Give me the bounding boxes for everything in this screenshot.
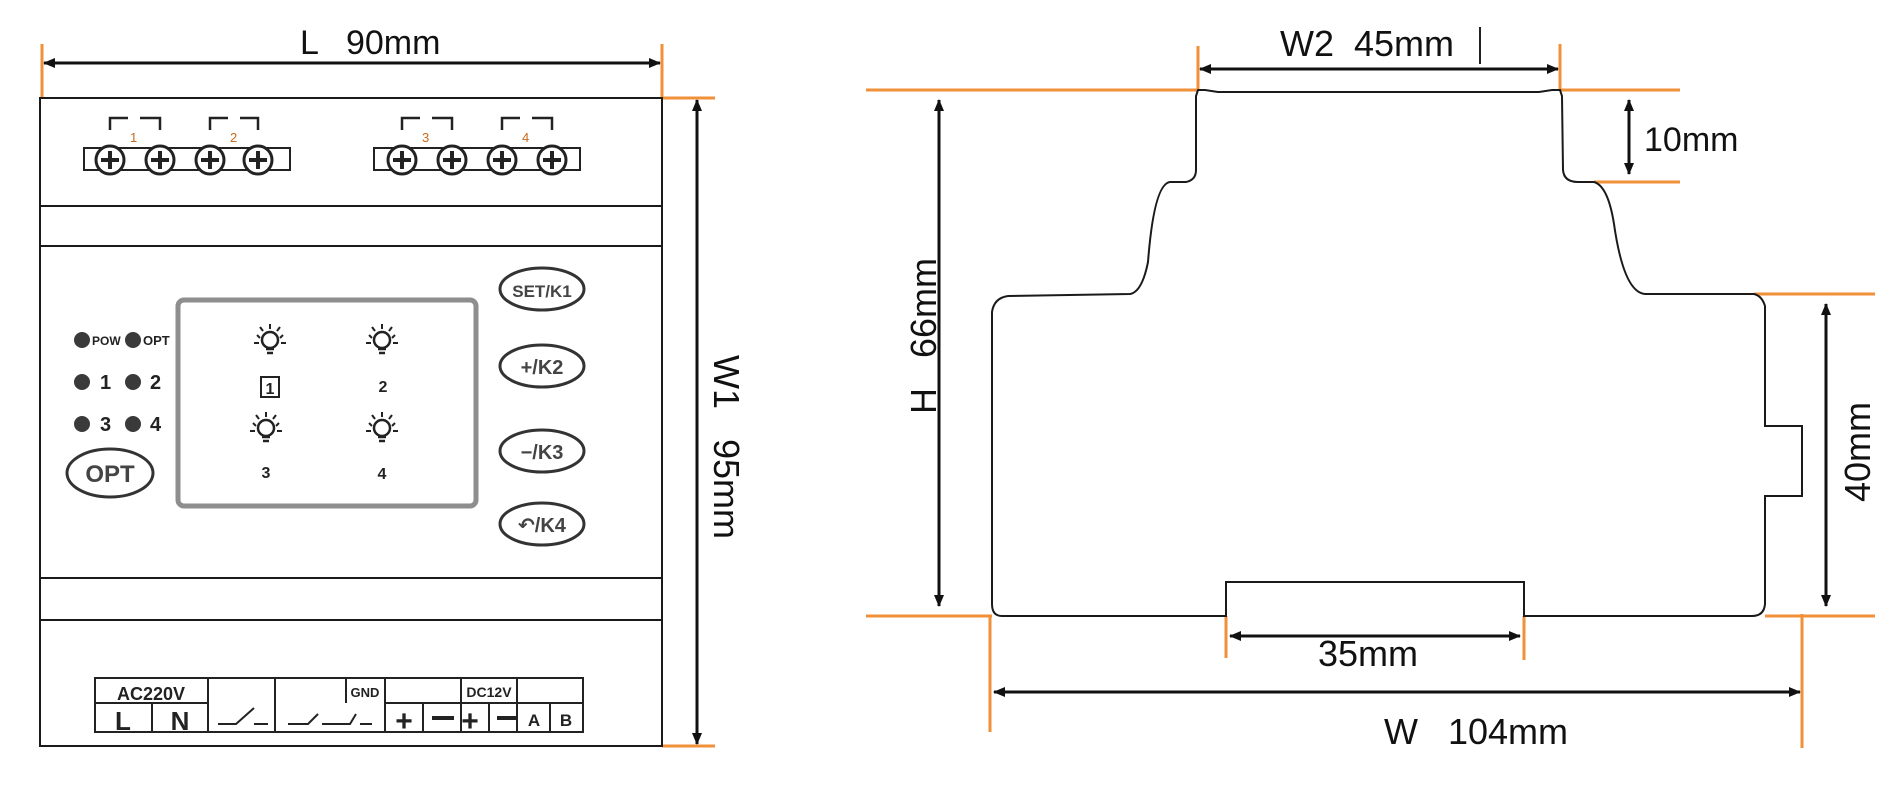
led-4-label: 4 bbox=[150, 414, 162, 436]
w2-dimension-label: W2 45mm bbox=[1280, 23, 1454, 64]
terminal-screw bbox=[386, 144, 418, 176]
relay-contact-symbol bbox=[500, 116, 554, 130]
minus-sign bbox=[497, 716, 517, 720]
terminal-number: 4 bbox=[522, 130, 529, 145]
rail-dimension-label: 35mm bbox=[1318, 633, 1418, 674]
gnd-label: GND bbox=[351, 685, 380, 700]
terminal-screw bbox=[94, 144, 126, 176]
plus-k2-label: +/K2 bbox=[521, 357, 564, 379]
opt-button[interactable]: OPT bbox=[65, 447, 155, 499]
terminal-screw bbox=[486, 144, 518, 176]
bottom-terminal-strip: AC220V L N GND DC12V + + A B bbox=[94, 677, 584, 738]
led-pow bbox=[74, 332, 90, 348]
terminal-screw bbox=[194, 144, 226, 176]
led-3-label: 3 bbox=[100, 414, 111, 436]
terminal-screw bbox=[536, 144, 568, 176]
led-opt bbox=[125, 332, 141, 348]
terminal-screw bbox=[144, 144, 176, 176]
a-terminal-label: A bbox=[528, 711, 540, 730]
plus-k2-button[interactable]: +/K2 bbox=[498, 343, 586, 389]
right-dimension-label: 40mm bbox=[1837, 402, 1878, 502]
ac220v-label: AC220V bbox=[117, 684, 185, 704]
led-4 bbox=[125, 416, 141, 432]
plus-sign: + bbox=[395, 705, 413, 738]
h-dimension-label: H 66mm bbox=[903, 258, 944, 414]
feedback-contact-symbol bbox=[218, 707, 268, 725]
display-number: 4 bbox=[378, 466, 387, 483]
relay-contact-symbol bbox=[400, 116, 454, 130]
display-screen: 1 2 3 4 bbox=[175, 297, 479, 509]
terminal-number: 3 bbox=[422, 130, 429, 145]
side-view: W2 45mm 10mm H 66mm 40mm 35mm W 104mm bbox=[866, 23, 1878, 752]
terminal-screw bbox=[436, 144, 468, 176]
led-3 bbox=[74, 416, 90, 432]
relay-contact-symbol bbox=[108, 116, 162, 130]
led-1-label: 1 bbox=[100, 372, 111, 394]
display-number: 2 bbox=[379, 379, 388, 396]
l-terminal-label: L bbox=[115, 706, 131, 736]
display-number: 3 bbox=[262, 465, 271, 482]
back-k4-label: ↶/K4 bbox=[518, 515, 567, 537]
top-step-dimension-label: 10mm bbox=[1644, 121, 1738, 159]
relay-contact-symbol bbox=[208, 116, 260, 130]
terminal-number: 1 bbox=[130, 130, 137, 145]
selected-channel-box bbox=[260, 376, 280, 398]
opt-button-label: OPT bbox=[85, 461, 135, 488]
height-dimension-label: W1 95mm bbox=[706, 355, 747, 539]
width-dimension-label: L 90mm bbox=[300, 24, 440, 62]
n-terminal-label: N bbox=[171, 706, 190, 736]
input-contact-symbol bbox=[288, 713, 372, 725]
led-opt-label: OPT bbox=[143, 333, 170, 348]
back-k4-button[interactable]: ↶/K4 bbox=[498, 501, 586, 547]
dc12v-label: DC12V bbox=[466, 684, 512, 700]
led-1 bbox=[74, 374, 90, 390]
w-dimension-label: W 104mm bbox=[1384, 711, 1568, 752]
led-pow-label: POW bbox=[92, 334, 121, 348]
minus-k3-label: −/K3 bbox=[521, 442, 564, 464]
side-profile-outline bbox=[991, 89, 1803, 617]
display-number: 1 bbox=[266, 381, 275, 398]
terminal-number: 2 bbox=[230, 130, 237, 145]
led-2 bbox=[125, 374, 141, 390]
front-view: L 90mm W1 95mm 1 2 bbox=[39, 24, 747, 748]
set-k1-button[interactable]: SET/K1 bbox=[498, 266, 586, 312]
b-terminal-label: B bbox=[560, 711, 572, 730]
plus-sign: + bbox=[461, 705, 479, 738]
minus-sign bbox=[432, 716, 454, 720]
minus-k3-button[interactable]: −/K3 bbox=[498, 428, 586, 474]
top-terminal-block: 1 2 3 4 bbox=[83, 116, 581, 176]
terminal-screw bbox=[242, 144, 274, 176]
led-2-label: 2 bbox=[150, 372, 161, 394]
set-k1-label: SET/K1 bbox=[512, 282, 572, 301]
led-indicators: POW OPT 1 2 3 4 bbox=[74, 332, 170, 436]
